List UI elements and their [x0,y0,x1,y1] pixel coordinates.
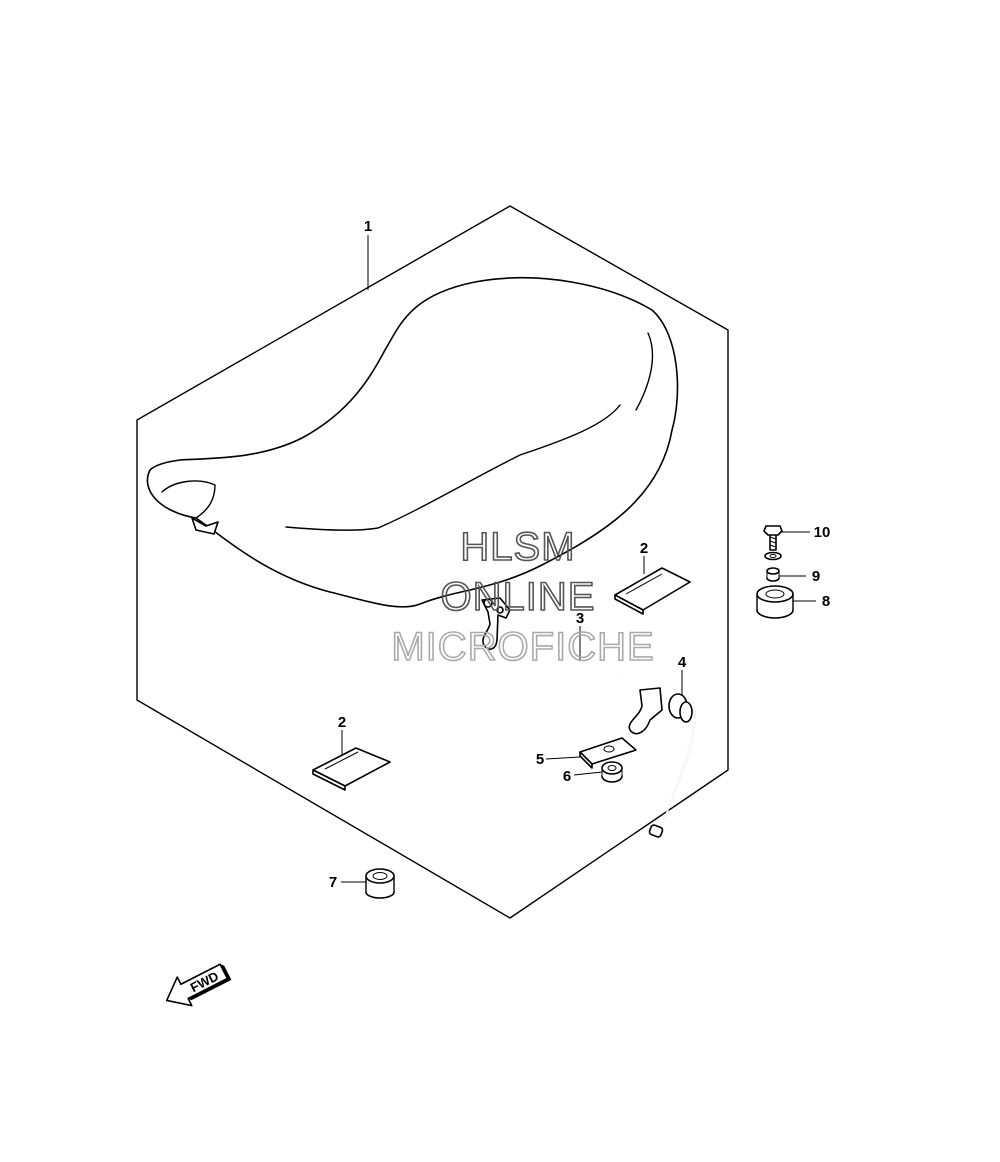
callout-labels: 1 2 2 3 4 5 6 7 8 9 10 [329,218,831,891]
part-pad-lower [312,747,391,791]
part-bolt [763,525,783,561]
part-spacer [756,585,794,619]
callout-2-lower: 2 [338,714,346,731]
callout-10: 10 [814,524,831,541]
watermark-line-1: HLSM [460,525,575,569]
part-lock-rod [481,597,663,735]
callout-8: 8 [822,593,830,610]
assembly-outline [136,205,729,919]
callout-4: 4 [678,654,687,671]
callout-7: 7 [329,874,337,891]
leader-lines [341,235,816,883]
part-pad-upper [614,567,691,615]
watermark-line-3: MICROFICHE [391,625,654,669]
callout-3: 3 [576,610,584,627]
part-plate [579,737,637,769]
callout-9: 9 [812,568,820,585]
fwd-arrow: FWD [165,963,232,1007]
watermark-line-2: ONLINE [441,575,596,619]
part-cable [648,693,696,838]
part-seat [146,277,679,608]
part-collar [766,567,780,582]
part-cushion [365,868,395,899]
watermark: HLSM ONLINE MICROFICHE [391,524,655,670]
part-nut [601,761,623,783]
callout-1: 1 [364,218,372,235]
callout-6: 6 [563,768,571,785]
callout-2-upper: 2 [640,540,648,557]
callout-5: 5 [536,751,544,768]
